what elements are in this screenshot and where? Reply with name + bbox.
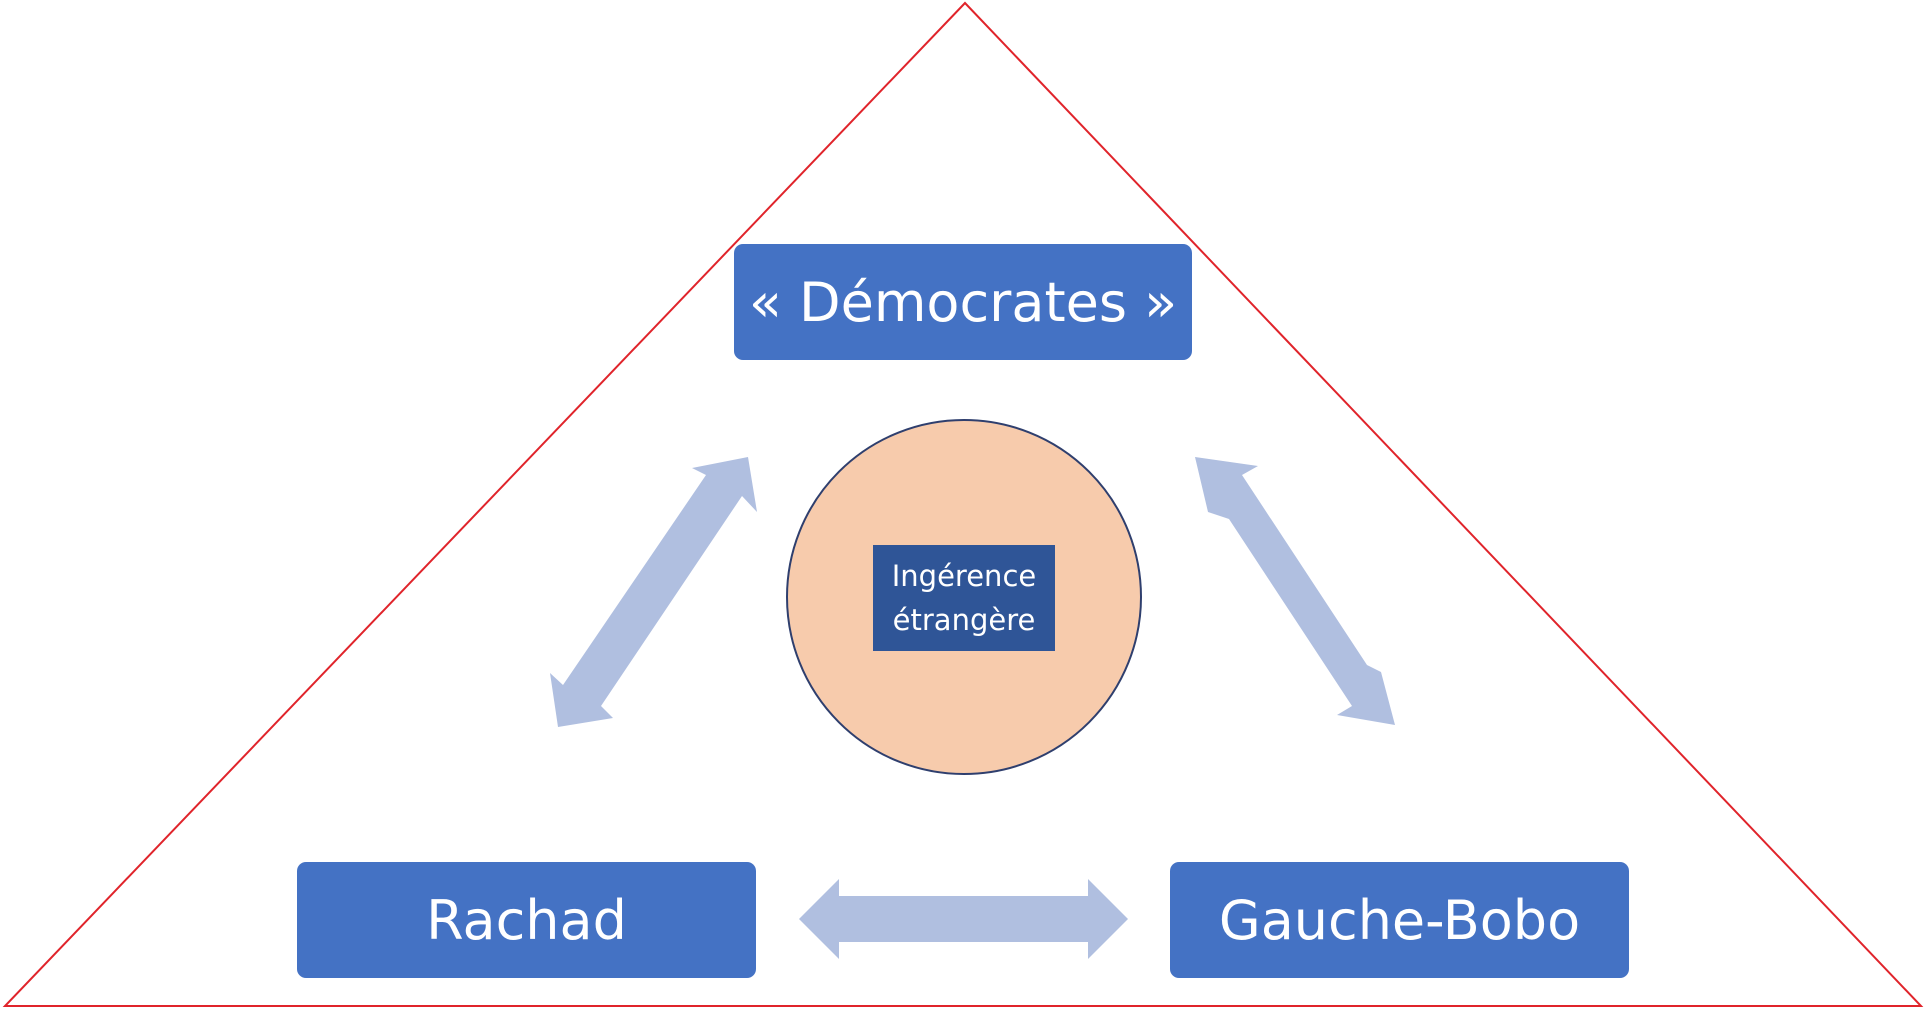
node-gauche-bobo-label: Gauche-Bobo [1218, 888, 1581, 952]
center-label-box [873, 545, 1055, 651]
double-arrow-democrates-gauche-bobo [1195, 457, 1395, 725]
center-label-text: Ingérence étrangère [891, 559, 1037, 637]
node-democrates: « Démocrates » [734, 244, 1192, 360]
double-arrow-democrates-rachad [550, 457, 757, 727]
double-arrow-rachad-gauche-bobo [799, 879, 1128, 959]
node-gauche-bobo: Gauche-Bobo [1170, 862, 1629, 978]
node-rachad: Rachad [297, 862, 756, 978]
node-democrates-label: « Démocrates » [748, 270, 1178, 334]
node-rachad-label: Rachad [426, 888, 627, 952]
